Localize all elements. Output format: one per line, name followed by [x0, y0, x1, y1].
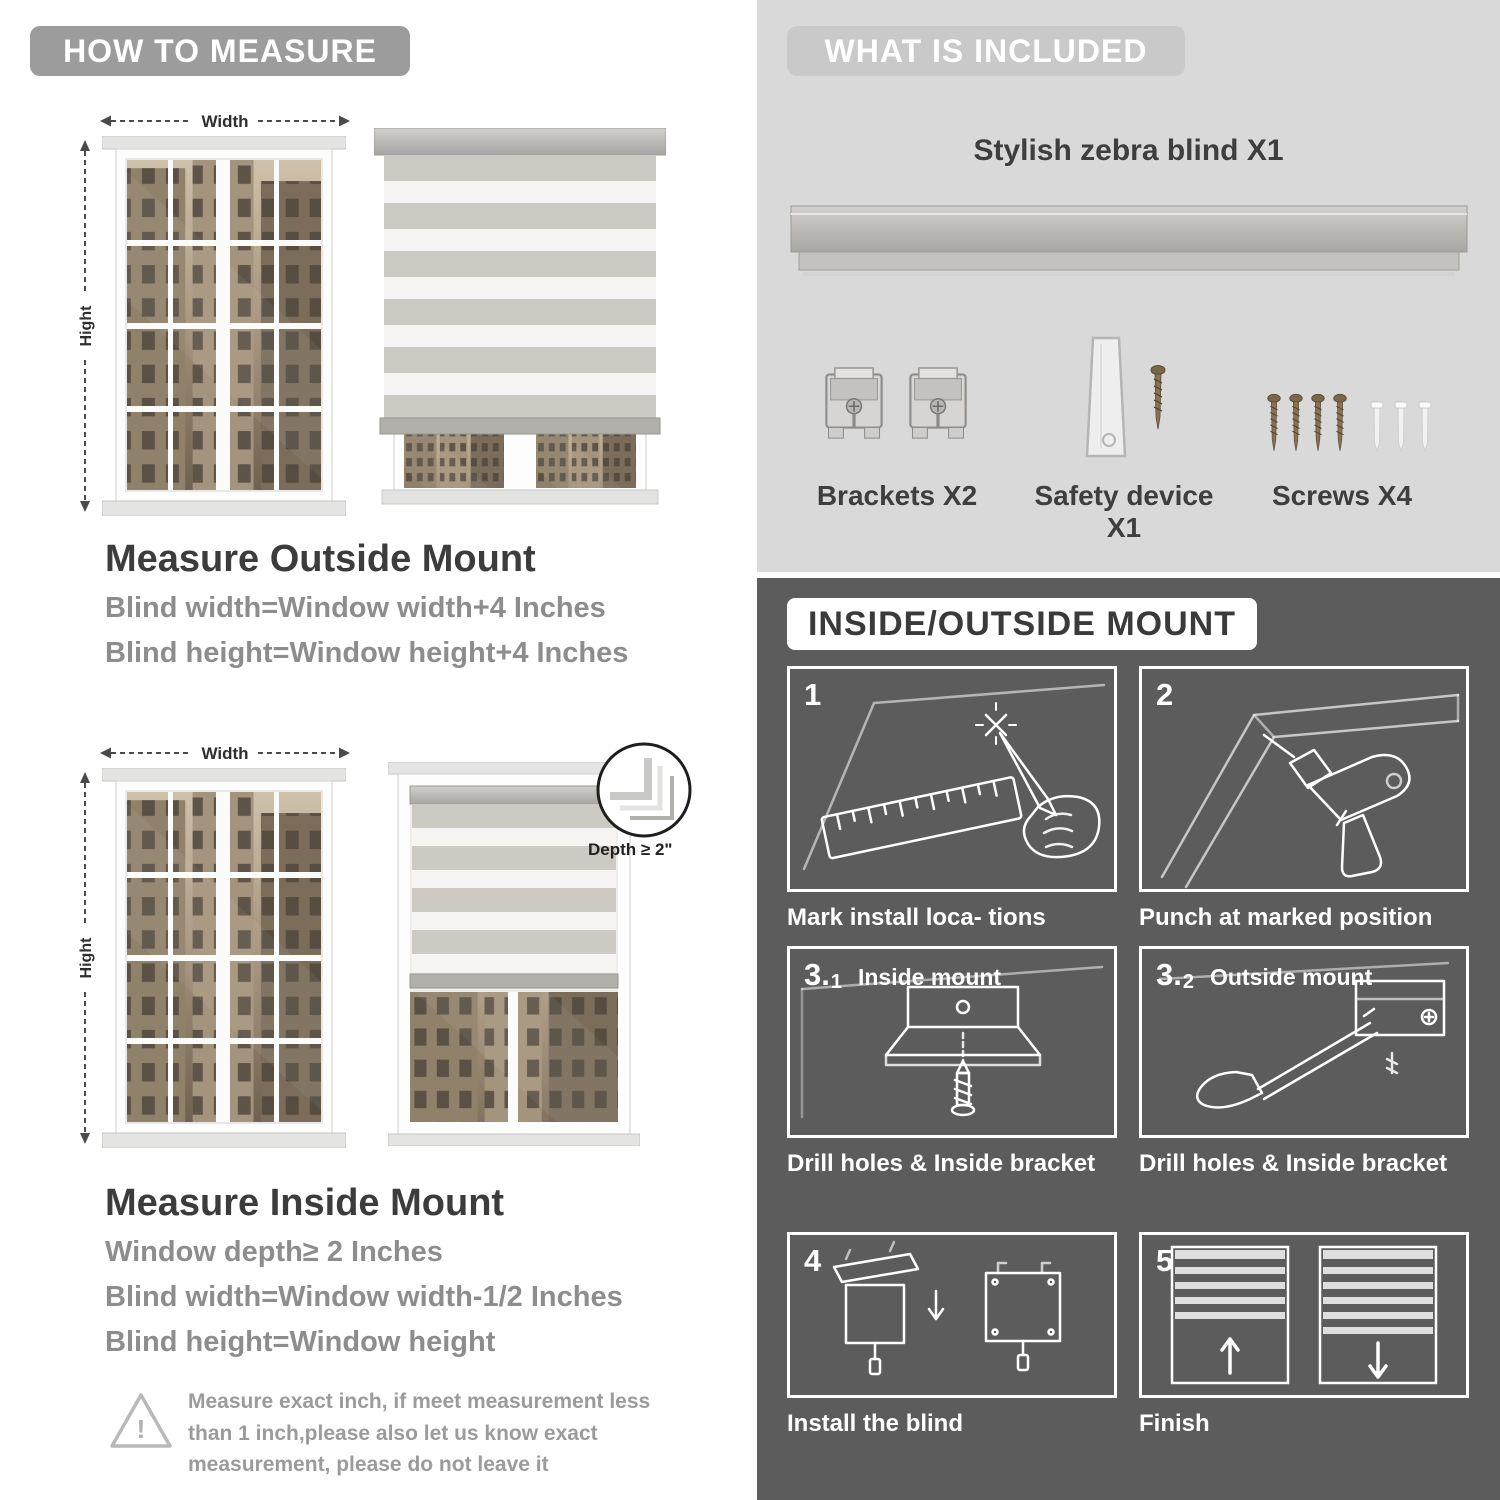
step-panel-3-2: 3. 2 Outside mount — [1139, 946, 1469, 1138]
what-is-included-section: WHAT IS INCLUDED Stylish zebra blind X1 … — [757, 0, 1500, 572]
window-photo-inside — [102, 768, 346, 1148]
step-caption-2: Punch at marked position — [1139, 904, 1433, 931]
screws-image — [1267, 393, 1432, 452]
outside-bracket-illustration — [1158, 961, 1450, 1109]
mount-section: INSIDE/OUTSIDE MOUNT 1 Mark install l — [757, 578, 1500, 1500]
step-panel-5: 5 — [1139, 1232, 1469, 1398]
step-number: 4 — [804, 1243, 822, 1278]
mount-header: INSIDE/OUTSIDE MOUNT — [787, 598, 1257, 650]
step-caption-1: Mark install loca- tions — [787, 904, 1046, 931]
what-is-included-header: WHAT IS INCLUDED — [787, 26, 1185, 76]
warning-line: than 1 inch,please also let us know exac… — [188, 1421, 598, 1445]
warning-icon: ! — [110, 1393, 172, 1448]
step-caption-3-2: Drill holes & Inside bracket — [1139, 1150, 1448, 1177]
height-label: Hight — [78, 937, 95, 979]
what-is-included-header-text: WHAT IS INCLUDED — [824, 32, 1148, 69]
step-number: 3. 1 Inside mount — [804, 957, 1002, 993]
warning-line: Measure exact inch, if meet measurement … — [188, 1390, 651, 1413]
step-number: 3. 2 Outside mount — [1156, 957, 1373, 993]
mark-locations-illustration — [802, 683, 1106, 871]
outside-mount-title: Measure Outside Mount — [105, 538, 536, 580]
step-number: 1 — [804, 677, 822, 712]
inside-bracket-illustration — [800, 965, 1104, 1119]
warning-text: Measure exact inch, if meet measurement … — [188, 1386, 668, 1481]
warning-line: measurement, please do not leave it — [188, 1453, 549, 1476]
zebra-blind-inside — [388, 762, 640, 1146]
step-number: 5 — [1156, 1243, 1174, 1278]
step-panel-4: 4 — [787, 1232, 1117, 1398]
width-arrow: Width — [100, 744, 350, 763]
inside-rule-1: Window depth≥ 2 Inches — [105, 1236, 443, 1268]
width-arrow: Width — [100, 112, 350, 131]
depth-callout-label: Depth ≥ 2" — [588, 840, 673, 859]
depth-callout-circle — [596, 742, 692, 838]
zebra-blind-headrail — [790, 205, 1468, 276]
outside-rule-1: Blind width=Window width+4 Inches — [105, 592, 606, 624]
height-label: Hight — [78, 305, 95, 347]
warning-mark: ! — [137, 1414, 146, 1444]
height-arrow: Hight — [78, 140, 95, 512]
safety-device-label: Safety device X1 — [1034, 480, 1214, 543]
install-blind-illustration — [832, 1240, 1062, 1376]
step-caption-3-1: Drill holes & Inside bracket — [787, 1150, 1096, 1177]
inside-rule-3: Blind height=Window height — [105, 1326, 496, 1358]
how-to-measure-header-text: HOW TO MEASURE — [63, 32, 377, 69]
step-caption-4: Install the blind — [787, 1410, 964, 1437]
safety-device-image — [1085, 336, 1166, 458]
width-label: Width — [201, 744, 248, 763]
outside-rule-2: Blind height=Window height+4 Inches — [105, 637, 629, 669]
height-arrow: Hight — [78, 772, 95, 1144]
brackets-image — [824, 366, 968, 441]
product-label: Stylish zebra blind X1 — [973, 134, 1284, 167]
step-panel-2: 2 — [1139, 666, 1469, 892]
how-to-measure-header: HOW TO MEASURE — [30, 26, 410, 76]
zebra-blind-outside — [374, 128, 666, 505]
step-panel-1: 1 — [787, 666, 1117, 892]
screws-label: Screws X4 — [1271, 480, 1413, 511]
inside-rule-2: Blind width=Window width-1/2 Inches — [105, 1281, 623, 1313]
width-label: Width — [201, 112, 248, 131]
finish-illustration — [1170, 1245, 1438, 1385]
step-caption-5: Finish — [1139, 1410, 1210, 1437]
drill-illustration — [1160, 693, 1460, 889]
inside-mount-title: Measure Inside Mount — [105, 1182, 505, 1224]
brackets-label: Brackets X2 — [816, 480, 978, 511]
step-number: 2 — [1156, 677, 1174, 712]
window-photo-outside — [102, 136, 346, 516]
mount-header-text: INSIDE/OUTSIDE MOUNT — [807, 604, 1237, 643]
step-panel-3-1: 3. 1 Inside mount — [787, 946, 1117, 1138]
